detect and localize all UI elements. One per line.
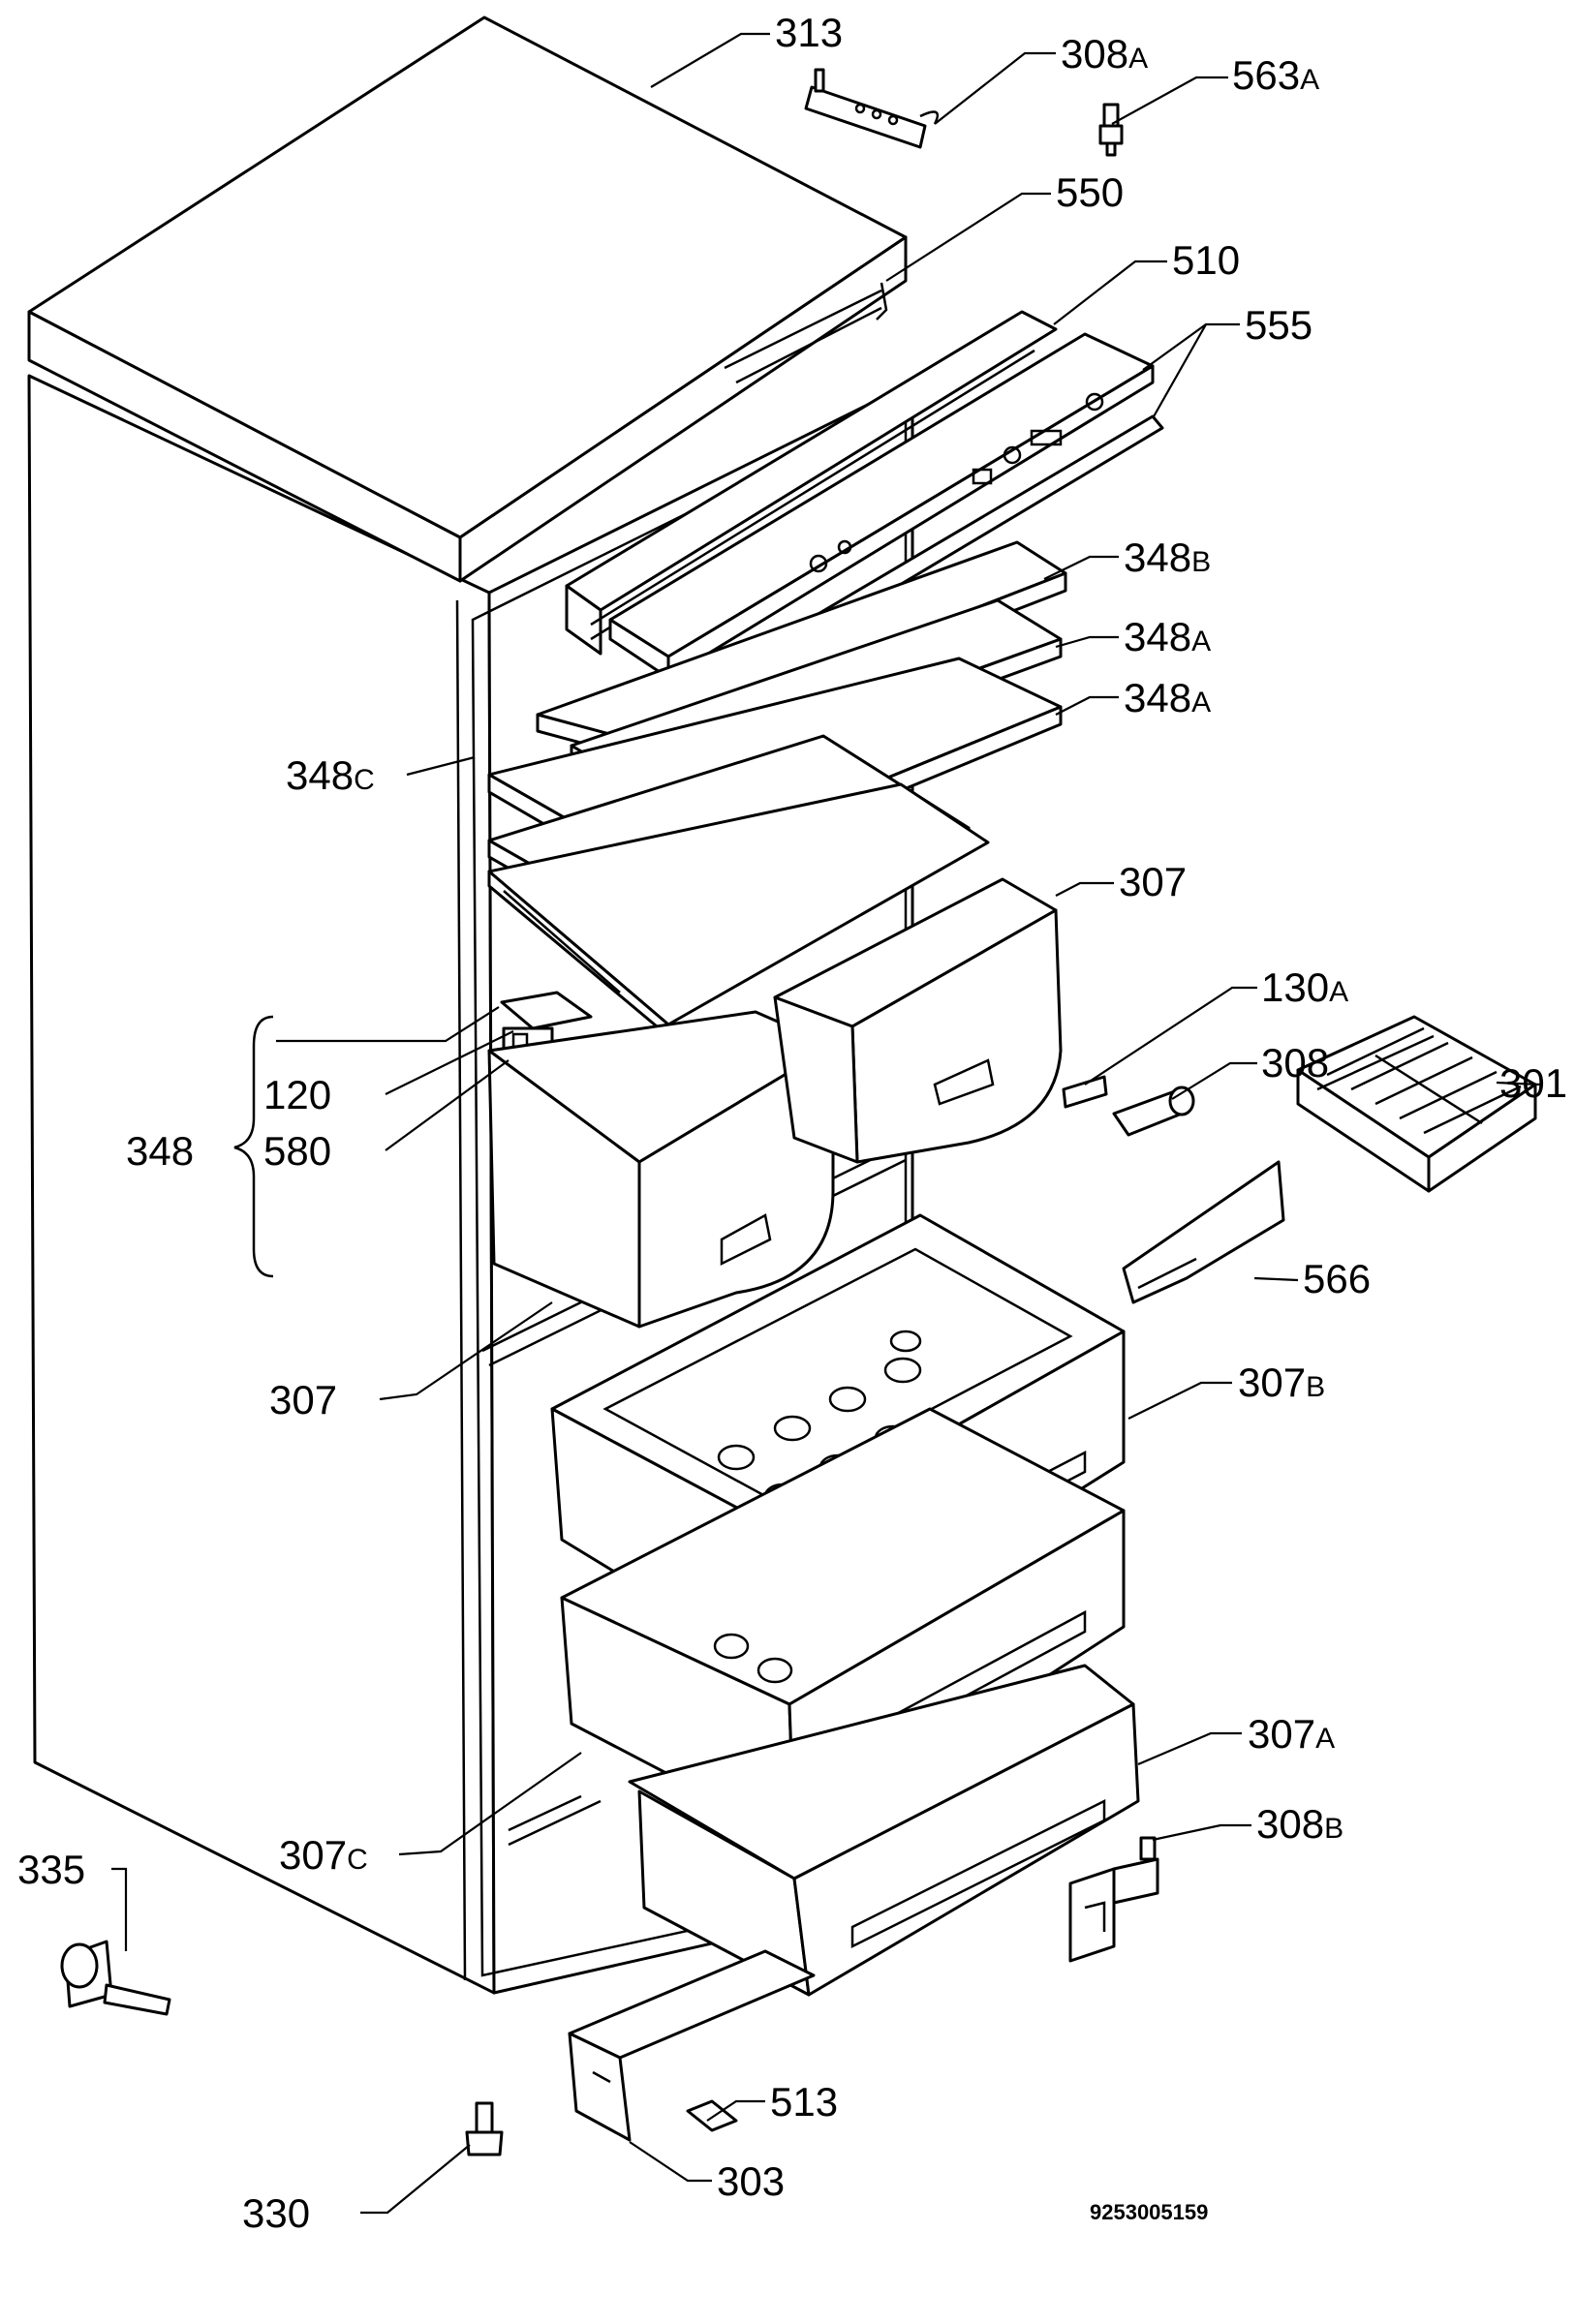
plinth-303 — [568, 1949, 816, 2142]
label-566: 566 — [1303, 1256, 1371, 1301]
adjustable-foot-330 — [465, 2101, 504, 2156]
label-307-top: 307 — [1119, 859, 1187, 904]
group-brace-348 — [233, 1015, 274, 1278]
top-hinge-308a — [804, 68, 940, 149]
label-313: 313 — [775, 10, 843, 55]
lower-hinge-335 — [60, 1940, 171, 2016]
label-513: 513 — [770, 2079, 838, 2125]
label-510: 510 — [1172, 237, 1240, 283]
clip-513 — [686, 2099, 738, 2132]
label-348a-upper: 348A — [1124, 614, 1211, 659]
top-cover-313 — [27, 15, 908, 583]
label-550: 550 — [1056, 169, 1124, 215]
label-130a: 130A — [1261, 964, 1348, 1010]
label-335: 335 — [17, 1847, 85, 1892]
label-563a: 563A — [1232, 52, 1319, 98]
callout-labels: 313 308A 563A 550 510 555 348B 348A 348A… — [17, 10, 1567, 2236]
drawing-number: 9253005159 — [1090, 2200, 1208, 2224]
label-120: 120 — [263, 1072, 331, 1117]
ice-tray-301 — [1296, 1015, 1537, 1193]
label-348c: 348C — [286, 752, 375, 798]
drawer-307-left — [487, 1010, 835, 1329]
label-580: 580 — [263, 1128, 331, 1174]
label-348-group: 348 — [126, 1128, 194, 1174]
hinge-pin-563a — [1098, 103, 1124, 157]
plate-130a — [1062, 1075, 1108, 1109]
label-308: 308 — [1261, 1040, 1329, 1086]
label-330: 330 — [242, 2190, 310, 2236]
drawer-307-right — [773, 877, 1063, 1164]
label-307-left: 307 — [269, 1377, 337, 1422]
leader-lines — [111, 32, 1541, 2215]
ice-scraper-566 — [1122, 1160, 1285, 1304]
thermostat-bracket-120 — [500, 991, 593, 1030]
crisper-cover-348 — [487, 782, 990, 1038]
label-301: 301 — [1499, 1060, 1567, 1106]
label-307a: 307A — [1248, 1711, 1335, 1757]
freezer-basket-307a — [628, 1664, 1140, 1997]
label-307b: 307B — [1238, 1360, 1325, 1405]
label-307c: 307C — [279, 1832, 368, 1878]
label-348a-lower: 348A — [1124, 675, 1211, 720]
hinge-308 — [1112, 1086, 1195, 1137]
lower-hinge-308b — [1068, 1836, 1159, 1963]
label-303: 303 — [717, 2158, 785, 2204]
label-308b: 308B — [1256, 1801, 1343, 1847]
label-348b: 348B — [1124, 535, 1211, 580]
label-555: 555 — [1245, 302, 1312, 348]
label-308a: 308A — [1061, 31, 1148, 76]
